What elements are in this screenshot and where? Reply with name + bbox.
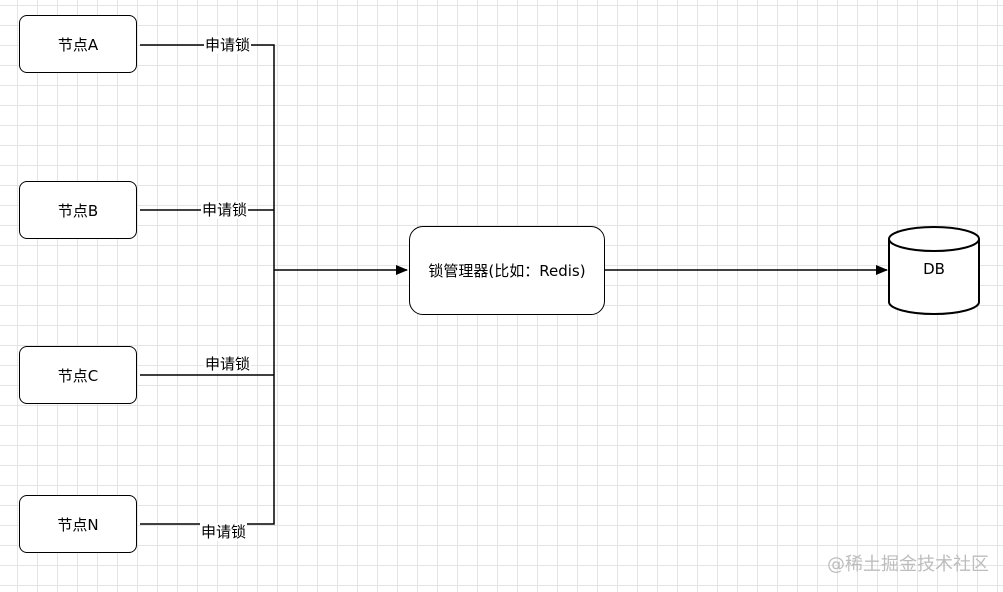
edge-node-n bbox=[140, 270, 275, 525]
edge-label-node-c: 申请锁 bbox=[204, 355, 252, 373]
edge-node-a bbox=[140, 44, 275, 270]
watermark: @稀土掘金技术社区 bbox=[827, 554, 989, 575]
node-b-label: 节点B bbox=[57, 201, 99, 220]
database-cylinder bbox=[888, 226, 980, 315]
node-a-label: 节点A bbox=[57, 35, 99, 54]
database-label: DB bbox=[923, 260, 945, 278]
node-c-label: 节点C bbox=[57, 366, 99, 385]
node-c-box: 节点C bbox=[19, 346, 137, 404]
edge-label-node-n: 申请锁 bbox=[200, 523, 248, 541]
edge-label-node-b: 申请锁 bbox=[201, 201, 249, 219]
node-n-box: 节点N bbox=[19, 495, 137, 553]
edge-label-node-a: 申请锁 bbox=[204, 36, 252, 54]
node-n-label: 节点N bbox=[57, 515, 99, 534]
node-b-box: 节点B bbox=[19, 181, 137, 239]
node-a-box: 节点A bbox=[19, 15, 137, 73]
lock-manager-label: 锁管理器(比如：Redis) bbox=[428, 262, 586, 280]
lock-manager-box: 锁管理器(比如：Redis) bbox=[409, 226, 605, 315]
